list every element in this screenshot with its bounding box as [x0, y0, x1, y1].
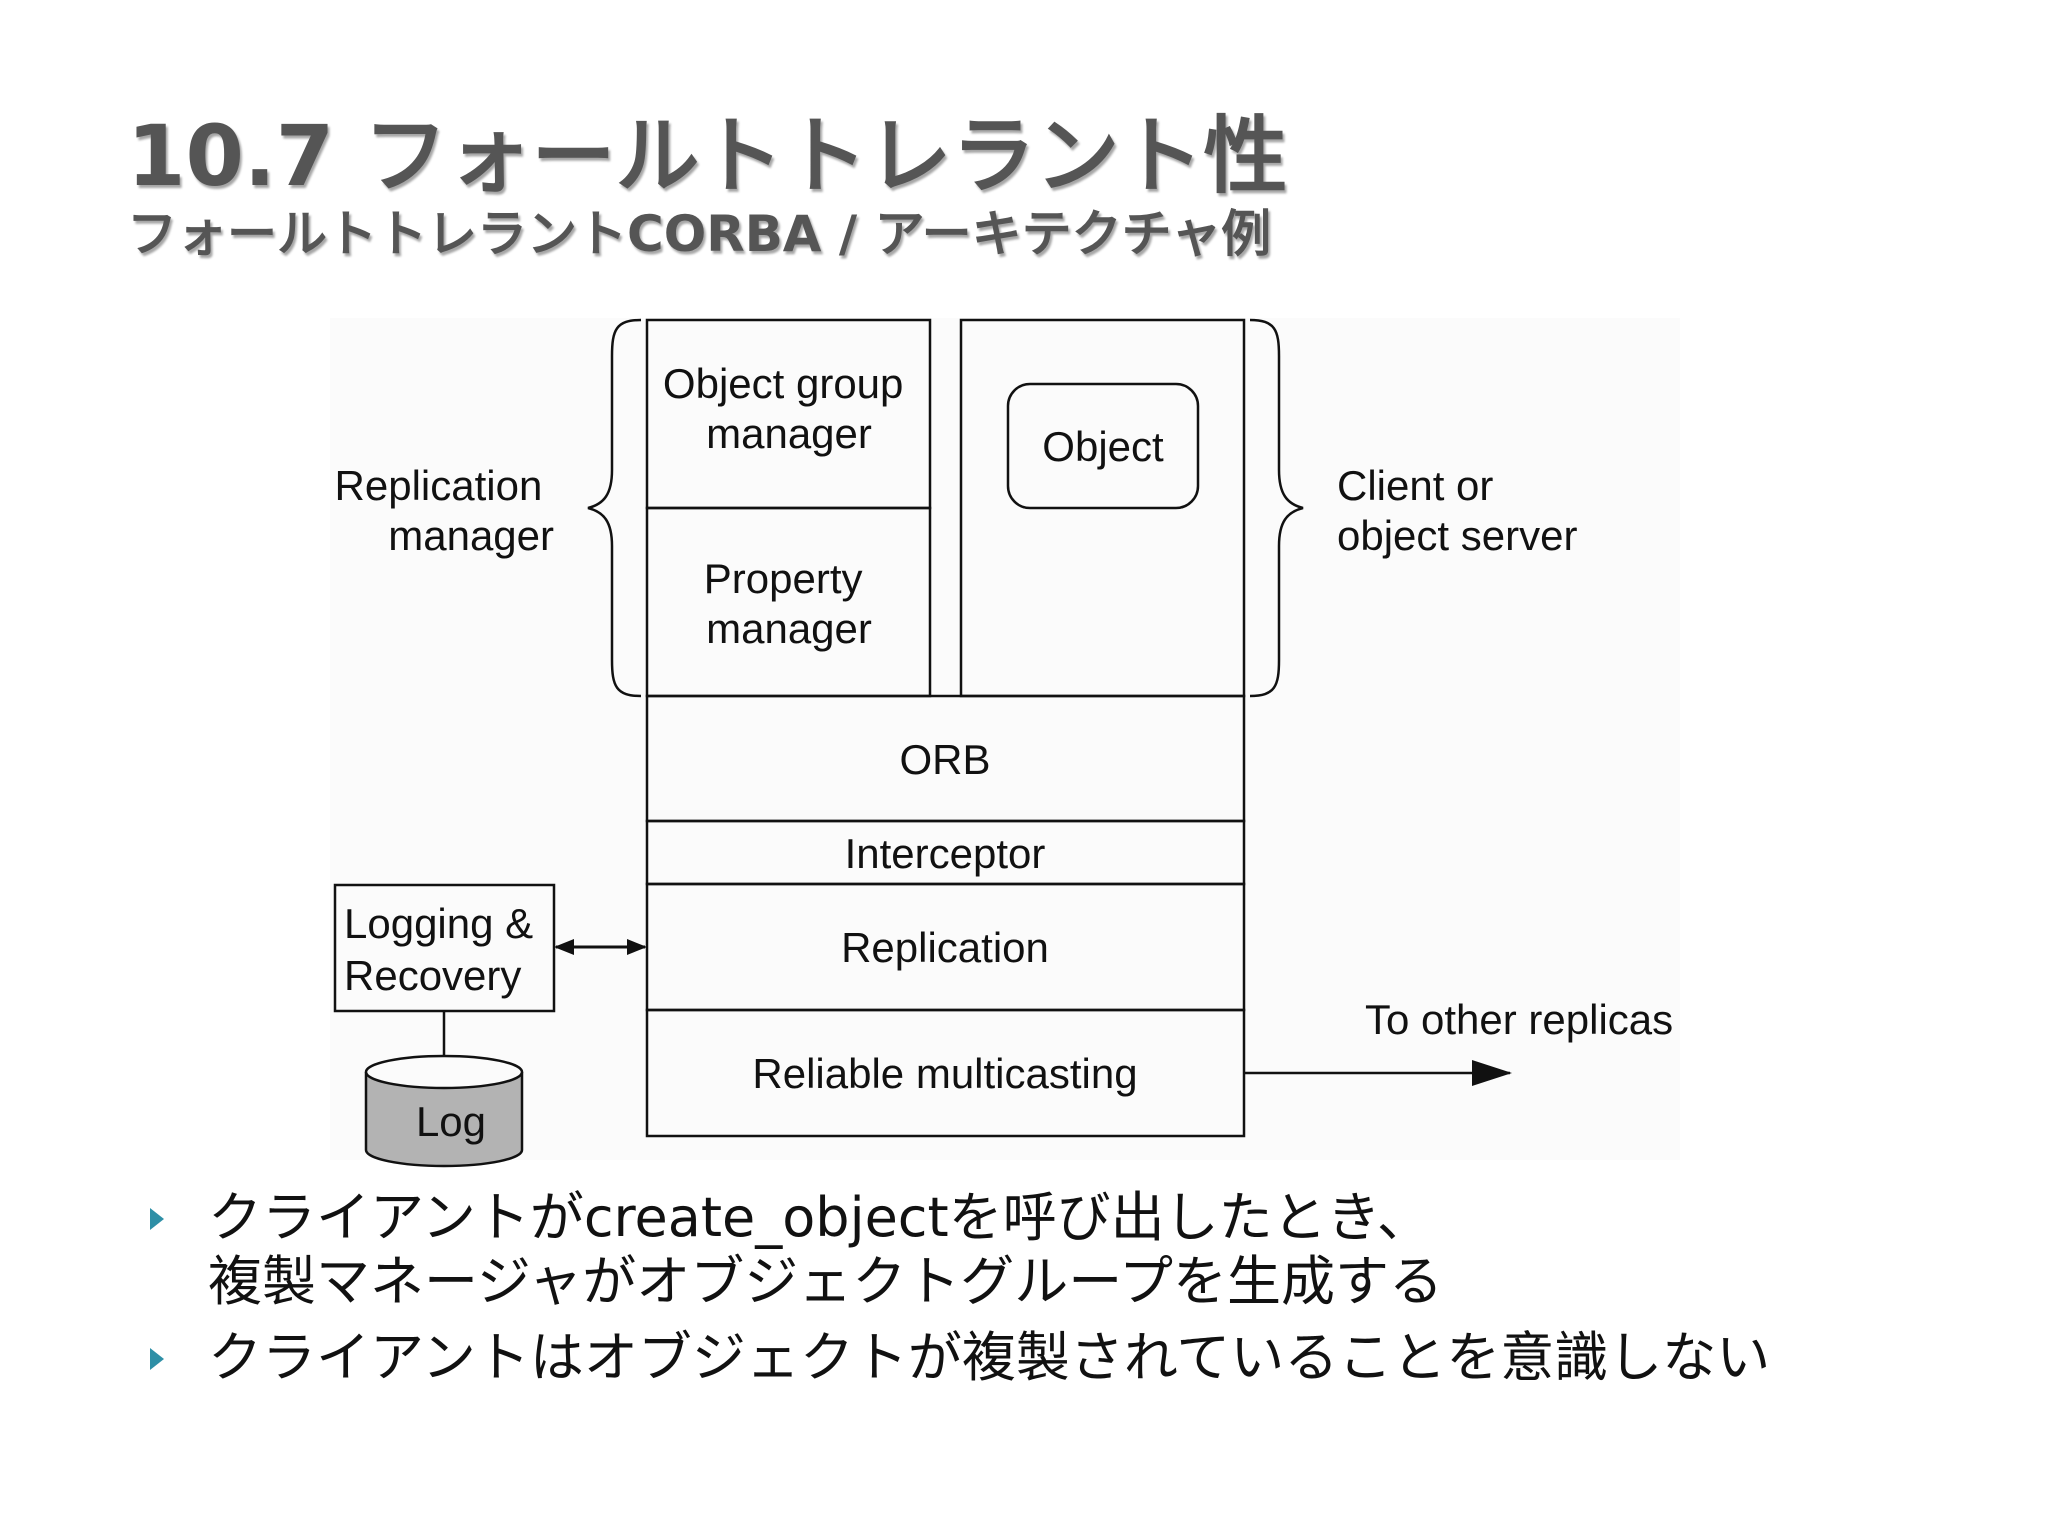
log-cylinder [364, 1072, 524, 1168]
log-cylinder-top [364, 1054, 524, 1090]
diagram-background [330, 318, 1680, 1160]
slide-title: 10.7 フォールトトレラント性 [127, 107, 1288, 205]
bullet-line: クライアントがcreate_objectを呼び出したとき、 [208, 1186, 1431, 1249]
left-brace [587, 318, 642, 698]
replication-manager-label: Replication manager [335, 462, 554, 559]
bullet-triangle-icon [150, 1348, 164, 1370]
bullet-line: 複製マネージャがオブジェクトグループを生成する [208, 1250, 1443, 1313]
object-label: Object [1042, 423, 1164, 470]
orb-label: ORB [899, 736, 990, 783]
replication-label: Replication [841, 924, 1049, 971]
bullet-list: クライアントがcreate_objectを呼び出したとき、 複製マネージャがオブ… [150, 1186, 2000, 1402]
right-brace [1249, 318, 1304, 698]
object-group-manager-label: Object group manager [663, 360, 915, 457]
reliable-multicasting-label: Reliable multicasting [752, 1050, 1137, 1097]
bullet-item: クライアントはオブジェクトが複製されていることを意識しない [150, 1326, 2000, 1390]
logging-recovery-label: Logging & Recovery [344, 900, 545, 999]
slide-subtitle: フォールトトレラントCORBA / アーキテクチャ例 [127, 205, 1272, 263]
object-box [1006, 382, 1200, 510]
log-label: Log [416, 1098, 486, 1145]
bullet-triangle-icon [150, 1208, 164, 1230]
property-manager-label: Property manager [704, 555, 874, 652]
to-other-replicas-label: To other replicas [1365, 996, 1673, 1043]
interceptor-label: Interceptor [845, 830, 1046, 877]
property-manager-box [645, 506, 932, 698]
bullet-line: クライアントはオブジェクトが複製されていることを意識しない [208, 1326, 1771, 1389]
bullet-item: クライアントがcreate_objectを呼び出したとき、 複製マネージャがオブ… [150, 1186, 2000, 1314]
client-server-label: Client or object server [1337, 462, 1577, 559]
